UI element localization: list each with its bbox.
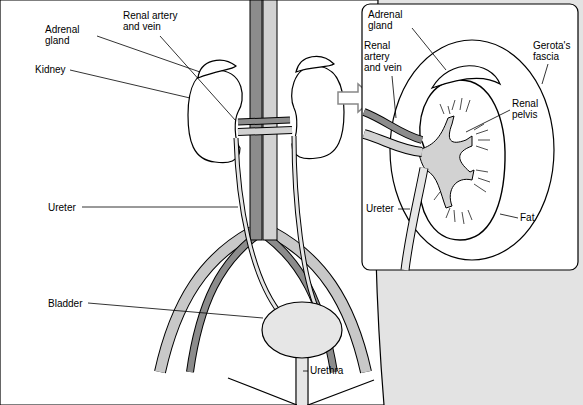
renal-vein	[238, 130, 292, 132]
part-label: Bladder	[48, 298, 82, 309]
iliac-artery	[190, 236, 256, 372]
part-label: Kidney	[35, 64, 66, 75]
ureter	[405, 168, 424, 270]
adrenal-gland	[432, 66, 500, 88]
iliac-outline	[190, 236, 256, 372]
part-label: Fat	[520, 212, 534, 223]
renal-vessel-outline	[238, 130, 292, 132]
renal-pelvis	[418, 116, 474, 208]
part-label: Ureter	[366, 203, 394, 214]
kidney	[292, 66, 344, 159]
part-label: Renal artery and vein	[364, 40, 404, 73]
leader-lines	[70, 36, 308, 371]
part-label: Urethra	[310, 365, 343, 376]
leader-lines	[392, 28, 548, 218]
part-label: Renal artery and vein	[123, 10, 187, 32]
part-label: Adrenal gland	[45, 24, 93, 46]
adrenal-gland	[296, 56, 334, 72]
inset-panel	[362, 4, 578, 270]
ureter	[294, 136, 320, 316]
urethra-fill	[297, 354, 307, 405]
adrenal-gland	[198, 60, 236, 78]
ureter	[236, 138, 284, 318]
renal-artery	[238, 120, 290, 122]
torso-outline	[0, 0, 384, 405]
ureter-outline	[405, 168, 424, 270]
renal-vessel-outline	[364, 134, 422, 152]
bladder	[262, 302, 342, 358]
renal-vein	[364, 134, 422, 152]
part-label: Gerota's fascia	[533, 40, 577, 62]
part-label: Adrenal gland	[368, 9, 416, 31]
part-label: Renal pelvis	[512, 98, 552, 120]
part-label: Ureter	[48, 202, 76, 213]
renal-vessel-outline	[238, 120, 290, 122]
ureter-outline	[294, 136, 320, 316]
ureter-outline	[236, 138, 284, 318]
